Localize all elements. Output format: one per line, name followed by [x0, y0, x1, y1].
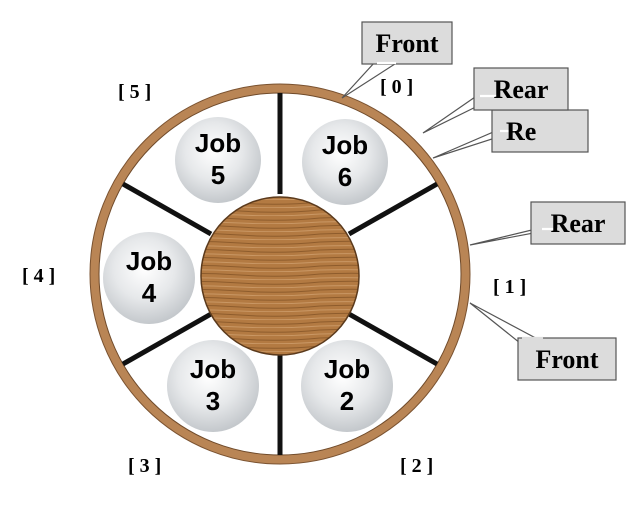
divider-lower-right [347, 311, 439, 367]
rear-label-partial: Re [506, 117, 536, 146]
job-slot-2: Job 2 [301, 340, 393, 432]
job-number: 5 [211, 160, 225, 190]
job-number: 4 [142, 278, 157, 308]
divider-upper-left [121, 181, 213, 237]
job-label: Job [126, 246, 172, 276]
job-label: Job [322, 130, 368, 160]
slot-index-1: [ 1 ] [493, 276, 526, 298]
front-label-bottom: Front [535, 345, 598, 374]
job-number: 3 [206, 386, 220, 416]
job-label: Job [324, 354, 370, 384]
slot-index-0: [ 0 ] [380, 76, 413, 98]
rear-pointer-mid: Rear [469, 201, 626, 246]
job-slot-4: Job 4 [103, 232, 195, 324]
job-number: 6 [338, 162, 352, 192]
job-number: 2 [340, 386, 354, 416]
rear-pointer-top: Rear [422, 67, 569, 134]
queue-hub [200, 196, 360, 356]
job-slot-3: Job 3 [167, 340, 259, 432]
slot-index-3: [ 3 ] [128, 455, 161, 477]
rear-label-top: Rear [494, 75, 549, 104]
slot-dividers [121, 93, 439, 455]
divider-lower-left [121, 311, 213, 367]
job-label: Job [190, 354, 236, 384]
job-label: Job [195, 128, 241, 158]
divider-upper-right [347, 181, 439, 237]
slot-index-2: [ 2 ] [400, 455, 433, 477]
rear-label-mid: Rear [551, 209, 606, 238]
rear-pointer-partial: Re [432, 109, 589, 159]
slot-index-4: [ 4 ] [22, 265, 55, 287]
front-label-top: Front [375, 29, 438, 58]
job-slot-6: Job 6 [302, 119, 388, 205]
slot-index-5: [ 5 ] [118, 81, 151, 103]
front-pointer-bottom: Front [469, 302, 617, 381]
front-pointer-top: Front [341, 21, 453, 99]
job-slot-5: Job 5 [175, 117, 261, 203]
